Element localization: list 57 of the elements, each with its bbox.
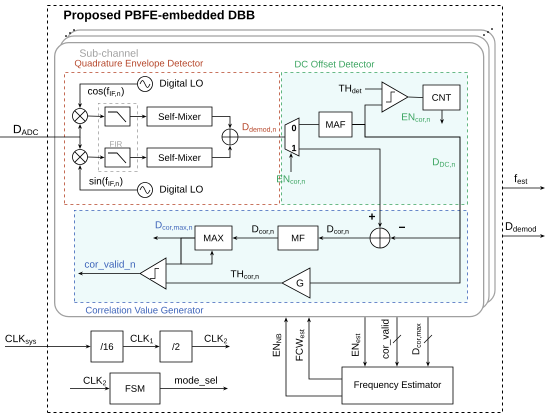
signal-label: D$_{cor,n}$ bbox=[327, 225, 348, 235]
lowpass-filter-symbol bbox=[104, 106, 130, 126]
signal-label: EN$_{cor,n}$ bbox=[402, 113, 430, 123]
adder-symbol bbox=[222, 128, 238, 146]
signal-label: CLK$_{2}$ bbox=[204, 334, 228, 344]
process-box: FSM bbox=[110, 372, 160, 404]
signal-label: sin(f$_{IF,n}$) bbox=[89, 177, 122, 187]
process-box: MF bbox=[278, 226, 318, 250]
signal-label: CLK$_{1}$ bbox=[130, 334, 154, 344]
signal-label: cor_valid_n bbox=[84, 260, 135, 270]
signal-label: D$_{demod}$ bbox=[506, 222, 536, 232]
lowpass-filter-symbol bbox=[104, 148, 130, 168]
subtractor-symbol bbox=[370, 228, 390, 248]
signal-line bbox=[299, 124, 319, 125]
process-box: /16 bbox=[90, 330, 124, 362]
process-box: /2 bbox=[160, 330, 192, 362]
signal-label: TH$_{det}$ bbox=[338, 84, 362, 94]
signal-label: D$_{cor,max,n}$ bbox=[156, 221, 192, 231]
process-box: MAF bbox=[318, 112, 352, 138]
signal-label: D$_{cor,n}$ bbox=[252, 225, 274, 235]
oscillator-label: Digital LO bbox=[160, 79, 203, 89]
node-label: Quadrature Envelope Detector bbox=[74, 60, 204, 68]
multiplexer: 0 1 bbox=[284, 117, 300, 157]
signal-label: EN$_{NB}$ bbox=[272, 334, 282, 356]
sign-label: − bbox=[399, 226, 405, 228]
signal-label: FCW$_{est}$ bbox=[296, 329, 304, 360]
signal-label: TH$_{cor,n}$ bbox=[230, 270, 259, 280]
signal-label: D$_{ADC}$ bbox=[14, 124, 38, 136]
sign-label: + bbox=[369, 213, 376, 220]
process-box: Self-Mixer bbox=[146, 106, 212, 126]
signal-label: EN$_{est}$ bbox=[352, 334, 360, 356]
node-label: Correlation Value Generator bbox=[86, 306, 204, 314]
node-label: DC Offset Detector bbox=[295, 60, 374, 68]
signal-label: cos(f$_{IF,n}$) bbox=[88, 87, 124, 97]
signal-label: f$_{est}$ bbox=[514, 174, 528, 184]
signal-line bbox=[364, 88, 382, 90]
signal-label: CLK$_{sys}$ bbox=[5, 334, 36, 346]
process-box: MAX bbox=[194, 226, 232, 250]
signal-label: cor_valid bbox=[381, 320, 391, 359]
signal-line bbox=[166, 282, 282, 284]
oscillator-label: Digital LO bbox=[160, 185, 203, 195]
signal-label: mode_sel bbox=[174, 376, 217, 386]
signal-line bbox=[310, 124, 460, 284]
diagram-title: Proposed PBFE-embedded DBB bbox=[64, 10, 255, 22]
signal-label: D$_{cor,max}$ bbox=[412, 323, 422, 354]
process-box: Frequency Estimator bbox=[342, 366, 454, 404]
signal-line bbox=[408, 96, 423, 98]
signal-label: D$_{DC,n}$ bbox=[432, 158, 455, 168]
signal-label: D$_{demod,n}$ bbox=[242, 123, 276, 133]
filter-group: FIR bbox=[98, 103, 138, 172]
signal-label: CLK$_{2}$ bbox=[84, 376, 106, 386]
process-box: CNT bbox=[422, 84, 460, 110]
process-box: Self-Mixer bbox=[146, 148, 212, 168]
mixer-symbol bbox=[72, 108, 88, 124]
signal-line bbox=[238, 136, 285, 138]
signal-label: EN$_{cor,n}$ bbox=[277, 175, 305, 185]
mixer-symbol bbox=[72, 149, 88, 165]
